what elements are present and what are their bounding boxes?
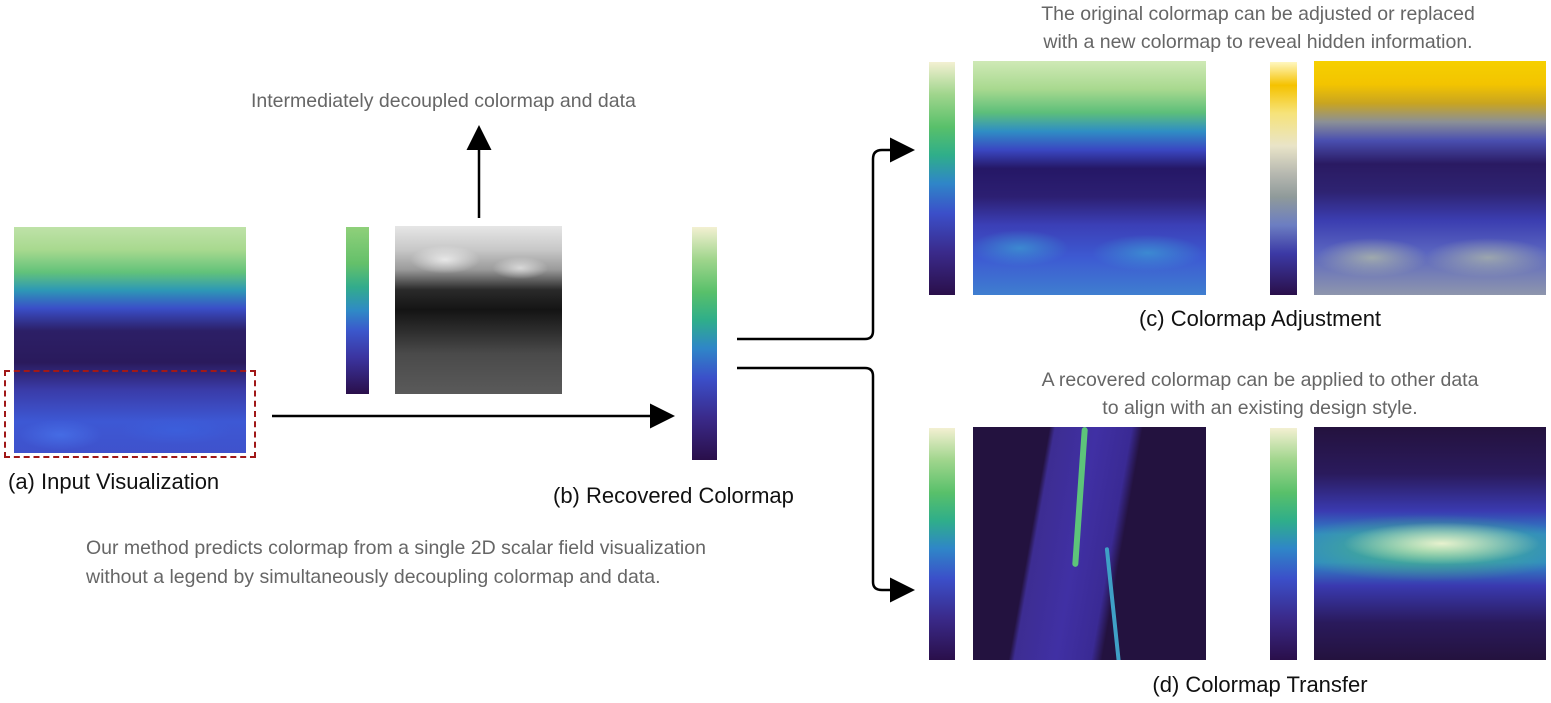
caption-colormap-transfer: (d) Colormap Transfer (1152, 672, 1368, 697)
note-adjust-line1: The original colormap can be adjusted or… (1041, 3, 1475, 25)
highlight-region-box (4, 370, 256, 458)
caption-recovered-colormap: (b) Recovered Colormap (553, 483, 794, 508)
adjustment-new-colormap-bar (1270, 62, 1297, 295)
transfer-field-image (1314, 427, 1546, 660)
note-method-line1: Our method predicts colormap from a sing… (86, 537, 706, 559)
input-visualization-image (14, 227, 246, 453)
note-transfer-line1: A recovered colormap can be applied to o… (1041, 369, 1479, 391)
note-transfer-line2: to align with an existing design style. (1102, 397, 1418, 419)
transfer-colormap-bar-2 (1270, 428, 1297, 660)
transfer-colormap-bar-1 (929, 428, 955, 660)
adjustment-new-image (1314, 61, 1546, 295)
note-intermediate: Intermediately decoupled colormap and da… (251, 90, 636, 112)
arrow-to-adjustment (737, 137, 915, 341)
recovered-colormap-bar (692, 227, 717, 460)
adjustment-original-image (973, 61, 1206, 295)
caption-colormap-adjustment: (c) Colormap Adjustment (1138, 306, 1382, 331)
intermediate-data-image (395, 226, 562, 394)
transfer-knee-image (973, 427, 1206, 660)
note-adjust-line2: with a new colormap to reveal hidden inf… (1043, 31, 1473, 53)
caption-input-visualization: (a) Input Visualization (8, 469, 220, 494)
arrow-to-transfer (737, 366, 915, 603)
note-method-line2: without a legend by simultaneously decou… (86, 566, 661, 588)
knee-bone-upper (1072, 427, 1088, 568)
intermediate-colormap-bar (346, 227, 369, 394)
adjustment-original-colormap-bar (929, 62, 955, 295)
knee-bone-lower (1104, 547, 1122, 660)
